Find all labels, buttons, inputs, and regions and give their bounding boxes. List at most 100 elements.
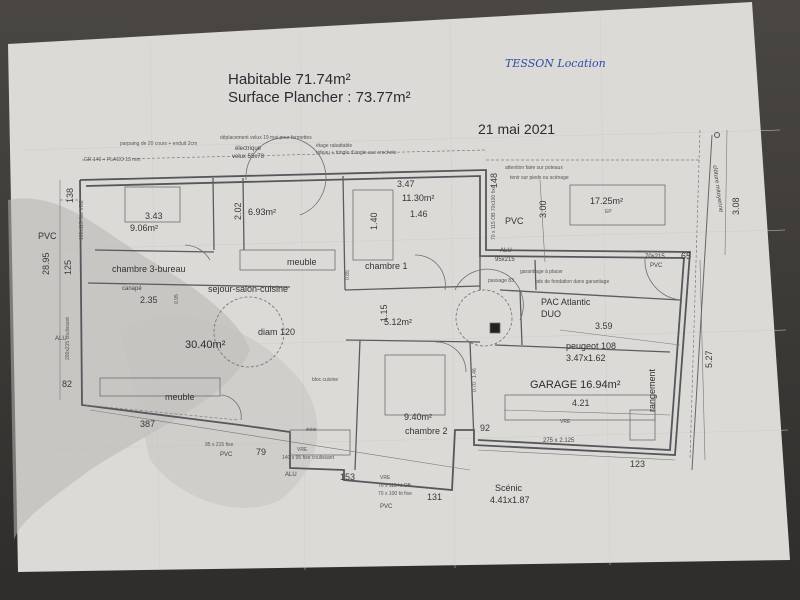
dim-070: 0.70 <box>472 382 478 392</box>
dim-146: 1.46 <box>410 209 428 219</box>
note-tenir: tenir sur pieds ou scénage <box>510 175 569 181</box>
dim-347: 3.47 <box>397 179 415 189</box>
note-deplacement: déplacement velux 19 mai pour fermettes <box>220 135 312 141</box>
habitable-area: Habitable 71.74m² <box>228 71 351 88</box>
opening-pvc-ext2: PVC <box>650 263 663 269</box>
dim-123: 123 <box>630 459 646 469</box>
opening-alu-bottom: ALU <box>285 472 297 478</box>
room-chambre1-area: 11.30m² <box>402 193 435 203</box>
furniture-meuble-top: meuble <box>287 257 317 267</box>
room-couloir-area: 5.12m² <box>384 317 413 327</box>
room-pac: PAC Atlantic <box>541 297 591 307</box>
note-rideau: rideau + tringle d'angle aux crochets <box>316 150 397 156</box>
dim-140: 1.40 <box>369 212 379 230</box>
note-placard: garantiage à placer <box>520 269 563 275</box>
opening-pvc-bottom: PVC <box>220 452 233 458</box>
room-garage: GARAGE 16.94m² <box>530 379 621 391</box>
dim-095: 0.95 <box>174 294 180 304</box>
room-chambre1: chambre 1 <box>365 261 408 271</box>
opening-pvc-right-spec: 70 x 115 OB 70x100 fixe <box>491 185 497 240</box>
note-gr: GR 140 + PLACO 13 mm <box>84 157 141 163</box>
dim-085: 0.85 <box>345 270 351 280</box>
car-scenic-dim: 4.41x1.87 <box>490 495 530 505</box>
door-arcs <box>184 137 681 421</box>
dim-82: 82 <box>62 379 73 389</box>
opening-pvc-right: PVC <box>505 216 524 226</box>
room-rangement: rangement <box>647 368 657 412</box>
dim-153: 153 <box>340 472 356 482</box>
dim-387: 387 <box>140 419 156 429</box>
dim-359: 3.59 <box>595 321 613 331</box>
note-fondation: pds de fondation dans garantiage <box>535 279 610 285</box>
dim-235: 2.35 <box>140 295 158 305</box>
furniture-meuble-bottom: meuble <box>165 392 195 402</box>
outer-walls <box>79 169 691 491</box>
furniture-passage: passage 83 <box>488 278 514 284</box>
furniture-canape: canapé <box>122 286 142 292</box>
opening-alu-mid-spec: 95x215 <box>495 257 515 263</box>
plan-date: 21 mai 2021 <box>478 121 556 137</box>
surface-plancher: Surface Plancher : 73.77m² <box>228 89 411 106</box>
car-peugeot-dim: 3.47x1.62 <box>566 353 606 363</box>
furniture-bloc-cuisine: bloc cuisine <box>312 377 339 383</box>
dim-131: 131 <box>427 492 443 502</box>
dim-125: 125 <box>63 259 73 275</box>
note-electrique: électrique <box>235 146 262 152</box>
opening-vre-left: 100x115 fixe VRE <box>79 200 85 240</box>
opening-alu-left-spec: 200x215 coulissant <box>65 317 71 360</box>
room-pac2: DUO <box>541 309 561 319</box>
furniture-ep: EP <box>605 209 612 215</box>
furniture-diam: diam 120 <box>258 327 296 337</box>
room-chambre2: chambre 2 <box>405 426 448 436</box>
note-attention: attention faire sur poteaux <box>505 165 563 171</box>
opening-alu-mid: ALU <box>500 248 512 254</box>
opening-vre-garage: VRE <box>560 419 571 425</box>
fence-post <box>714 132 720 138</box>
shadow-center <box>120 316 318 508</box>
dim-527: 5.27 <box>704 350 714 368</box>
opening-ob-ch2: 70 x 115 ht OB <box>378 483 411 489</box>
shadow-left <box>8 198 250 540</box>
car-scenic: Scénic <box>495 483 523 493</box>
room-sejour-area: 30.40m² <box>185 339 226 351</box>
opening-pvc-ext: 70x215 <box>645 254 665 260</box>
dim-138: 138 <box>65 187 75 203</box>
opening-alu-left: ALU <box>55 336 67 342</box>
opening-alu-bottom-spec: 140 x 95 fixe coulissant <box>282 455 334 461</box>
dim-115: 1.15 <box>379 304 389 322</box>
opening-pvc-left: PVC <box>38 231 57 241</box>
dim-2895: 28.95 <box>41 252 51 275</box>
room-ext-area: 17.25m² <box>590 196 624 206</box>
opening-pvc-bottom-spec: 95 x 215 fixe <box>205 442 234 448</box>
furniture-lines <box>99 184 666 456</box>
dim-202: 2.02 <box>233 202 243 220</box>
room-sejour: sejour-salon-cuisine <box>208 284 289 294</box>
car-peugeot: peugeot 108 <box>566 341 617 351</box>
furniture-evier: évier <box>306 427 317 433</box>
note-parpaing: parpaing de 20 cours + enduit 2cm <box>120 141 198 147</box>
opening-pvc-ch2: PVC <box>380 504 393 510</box>
dim-421: 4.21 <box>572 398 590 408</box>
dim-308: 3.08 <box>731 197 741 215</box>
paper-grid <box>19 11 789 571</box>
dim-146b: 1.46 <box>472 368 478 378</box>
opening-vre-bottom: VRE <box>297 447 308 453</box>
roof-outline <box>60 129 701 461</box>
room-chambre3-area: 9.06m² <box>130 223 159 233</box>
note-etage: étage rabattable <box>316 143 353 149</box>
fence-line <box>691 134 713 471</box>
opening-vre-ch2: VRE <box>380 475 391 481</box>
room-chambre2-area: 9.40m² <box>404 412 433 422</box>
dim-65: 65 <box>681 251 692 261</box>
dim-343: 3.43 <box>145 211 163 221</box>
note-velux: velux 55x78 <box>232 154 265 160</box>
dimension-lines <box>59 129 728 471</box>
dim-300: 3.00 <box>538 200 548 218</box>
room-chambre3: chambre 3-bureau <box>112 264 186 274</box>
opening-garage-door: 275 x 2.125 <box>543 438 575 444</box>
room-sdb-area: 6.93m² <box>248 207 277 217</box>
owner-note: TESSON Location <box>505 57 606 70</box>
dim-92: 92 <box>480 423 491 433</box>
dim-79: 79 <box>256 447 267 457</box>
